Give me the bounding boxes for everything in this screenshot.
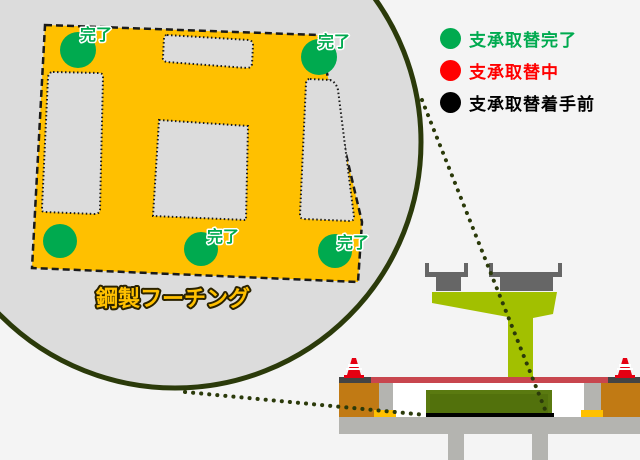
red-dot-icon [440,59,461,81]
legend: 支承取替完了 支承取替中 支承取替着手前 [440,22,595,118]
pad-left [374,410,396,417]
pier [432,292,557,382]
deck-edge-right [608,377,640,383]
magnifier: 完了 完了 完了 完了 鋼製フーチング [0,0,424,391]
cross-section [339,263,640,460]
deck-edge-left [339,377,371,383]
legend-label: 支承取替着手前 [469,94,595,115]
opening-center [151,118,250,222]
footing-texture [430,394,548,413]
leader-lines [183,98,548,417]
green-dot-icon [440,27,461,49]
legend-item-not-started: 支承取替着手前 [440,86,595,118]
opening-top [161,33,255,70]
wall-right [584,383,601,418]
bearing-bottom-right[interactable] [318,234,352,268]
ground-right [601,383,640,418]
opening-right [298,77,356,223]
opening-left [40,70,105,216]
black-dot-icon [440,91,461,113]
column-right [532,434,548,460]
traffic-cone-right-icon [615,358,635,378]
detail-title: 鋼製フーチング [95,286,250,312]
column-left [448,434,464,460]
pad-right [581,410,603,417]
bearing-top-left[interactable] [60,32,96,68]
base-slab [339,417,640,434]
footing-base [426,413,554,417]
legend-item-in-progress: 支承取替中 [440,54,595,86]
legend-label: 支承取替完了 [469,30,577,51]
girder-right [489,263,562,291]
deck-plate [371,377,608,383]
bearing-label: 完了 [80,25,112,44]
bearing-label: 完了 [318,32,350,51]
wall-left [379,383,393,418]
ground-left [339,383,379,418]
bearing-label: 完了 [207,227,239,246]
bearing-top-right[interactable] [301,39,337,75]
traffic-cone-left-icon [344,358,364,378]
bearing-label: 完了 [337,233,369,252]
legend-item-completed: 支承取替完了 [440,22,595,54]
bearing-bottom-center[interactable] [184,232,218,266]
girder-left [425,263,468,291]
bearing-bottom-left[interactable] [43,224,77,258]
legend-label: 支承取替中 [469,62,559,83]
